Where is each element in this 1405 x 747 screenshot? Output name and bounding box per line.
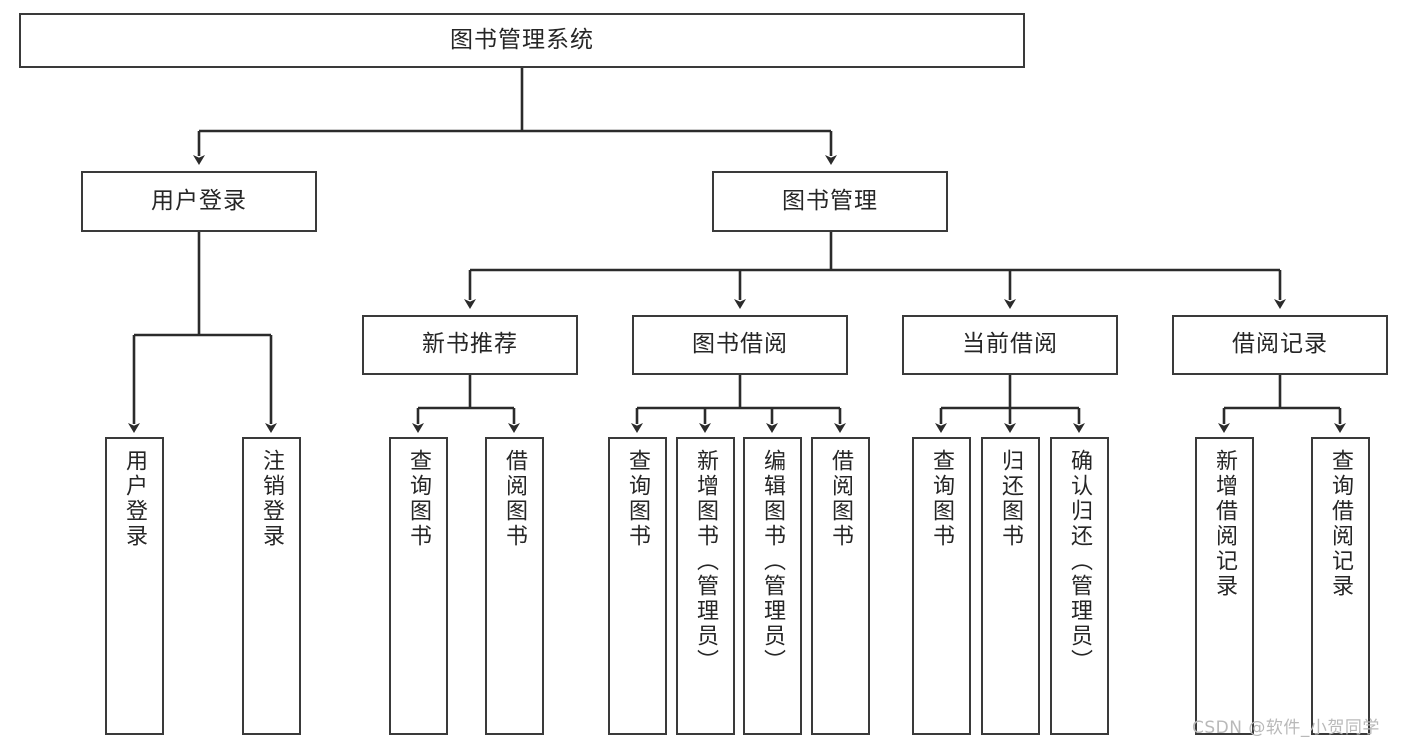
node-label: 当前借阅	[962, 331, 1058, 358]
node-label: 新增借阅记录	[1212, 449, 1238, 599]
node-label: 编辑图书（管理员）	[760, 449, 786, 674]
node-root-book-management-system[interactable]: 图书管理系统	[19, 13, 1025, 68]
node-label: 新增图书（管理员）	[693, 449, 719, 674]
node-label: 借阅记录	[1232, 331, 1328, 358]
node-leaf-confirm-return-admin[interactable]: 确认归还（管理员）	[1050, 437, 1109, 735]
node-current-borrow[interactable]: 当前借阅	[902, 315, 1118, 375]
node-leaf-query-borrow-record[interactable]: 查询借阅记录	[1311, 437, 1370, 735]
node-leaf-query-book-recommend[interactable]: 查询图书	[389, 437, 448, 735]
node-leaf-return-book[interactable]: 归还图书	[981, 437, 1040, 735]
node-label: 借阅图书	[502, 449, 528, 549]
node-label: 查询图书	[929, 449, 955, 549]
node-label: 用户登录	[151, 187, 247, 214]
node-label: 用户登录	[122, 449, 148, 549]
node-new-book-recommend[interactable]: 新书推荐	[362, 315, 578, 375]
node-leaf-borrow-book-recommend[interactable]: 借阅图书	[485, 437, 544, 735]
node-label: 查询图书	[625, 449, 651, 549]
node-leaf-borrow-book[interactable]: 借阅图书	[811, 437, 870, 735]
node-label: 查询图书	[406, 449, 432, 549]
node-leaf-add-book-admin[interactable]: 新增图书（管理员）	[676, 437, 735, 735]
node-leaf-add-borrow-record[interactable]: 新增借阅记录	[1195, 437, 1254, 735]
node-leaf-query-book-current[interactable]: 查询图书	[912, 437, 971, 735]
node-book-management[interactable]: 图书管理	[712, 171, 948, 232]
node-leaf-logout[interactable]: 注销登录	[242, 437, 301, 735]
node-borrow-record[interactable]: 借阅记录	[1172, 315, 1388, 375]
node-label: 查询借阅记录	[1328, 449, 1354, 599]
node-label: 新书推荐	[422, 331, 518, 358]
node-leaf-user-login[interactable]: 用户登录	[105, 437, 164, 735]
node-label: 归还图书	[998, 449, 1024, 549]
node-leaf-edit-book-admin[interactable]: 编辑图书（管理员）	[743, 437, 802, 735]
node-label: 图书管理	[782, 187, 878, 214]
node-user-login[interactable]: 用户登录	[81, 171, 317, 232]
node-label: 确认归还（管理员）	[1067, 449, 1093, 674]
node-label: 图书借阅	[692, 331, 788, 358]
node-label: 注销登录	[259, 449, 285, 549]
node-label: 借阅图书	[828, 449, 854, 549]
node-book-borrow[interactable]: 图书借阅	[632, 315, 848, 375]
node-label: 图书管理系统	[450, 26, 594, 53]
node-leaf-query-book-borrow[interactable]: 查询图书	[608, 437, 667, 735]
